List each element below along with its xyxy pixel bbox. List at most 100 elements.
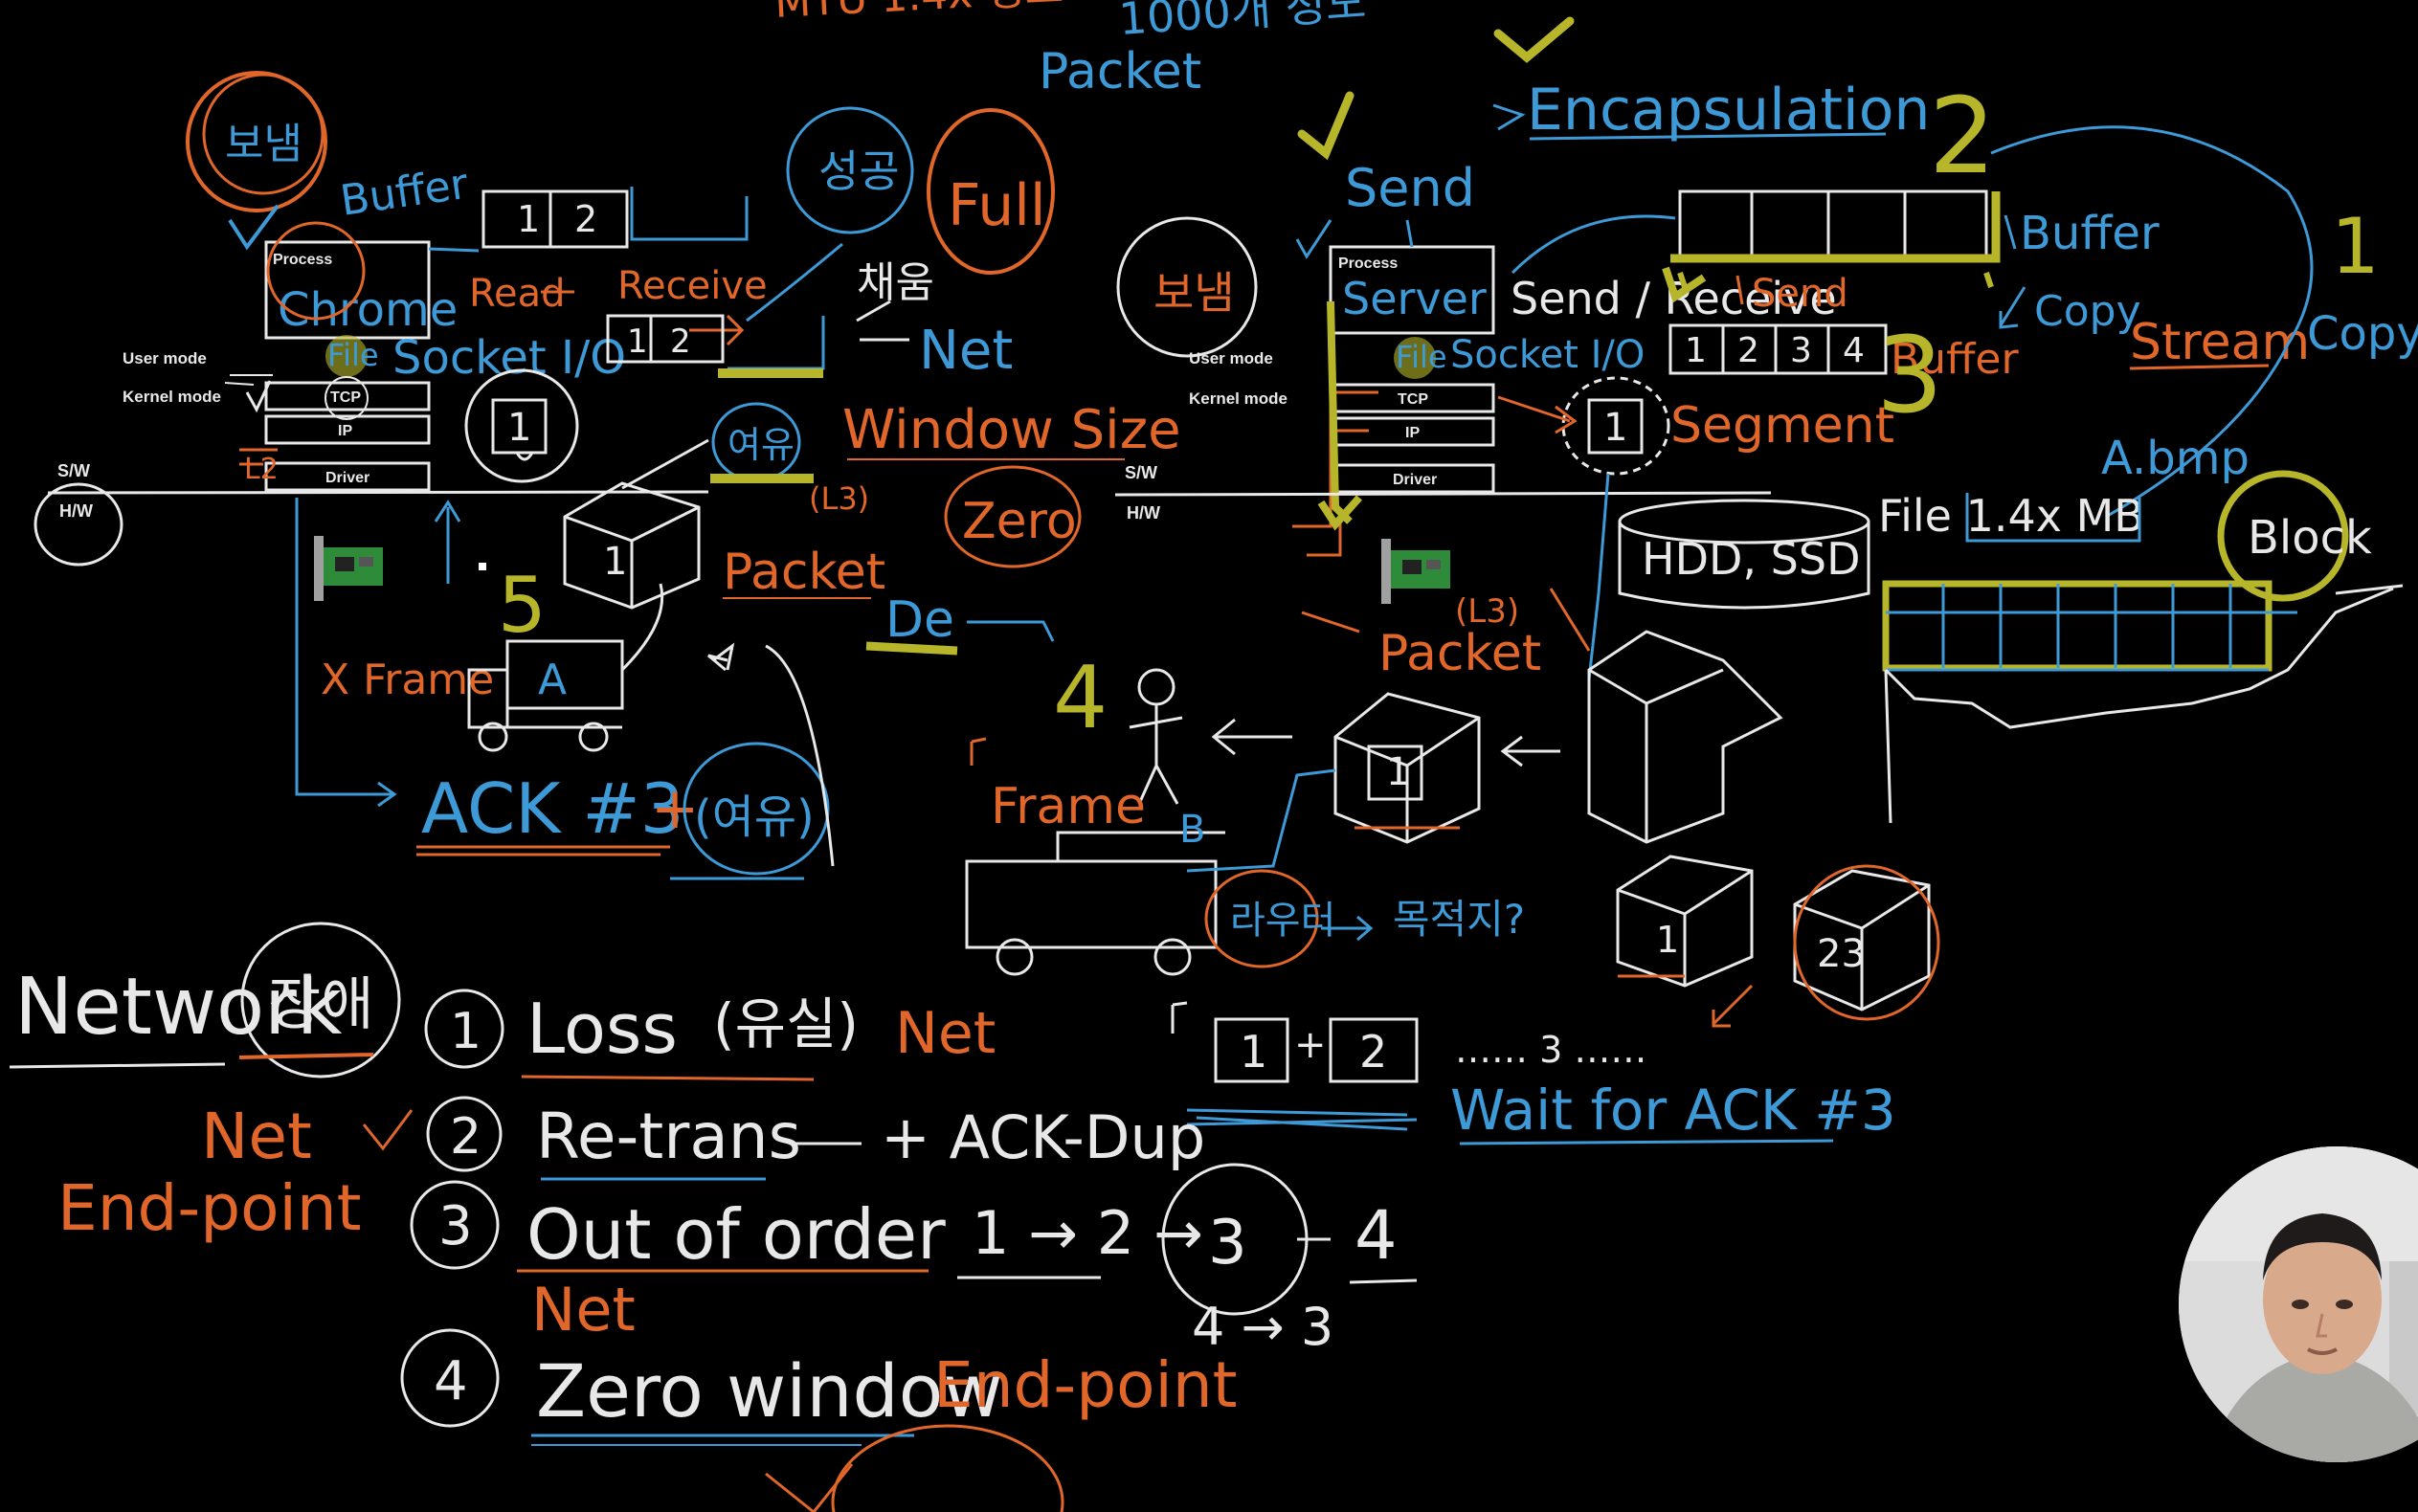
client-ip: IP — [338, 423, 352, 439]
client-l3: (L3) — [809, 480, 869, 517]
client-ack-yeoyu: (여유) — [694, 790, 815, 844]
server-tcp: TCP — [1398, 391, 1428, 408]
wait-for-ack-section: 1 + 2 …… 3 …… Wait for ACK #3 — [1171, 1001, 1896, 1145]
client-diagram: 보냄 Buffer 1 2 Process Chrome Read Receiv… — [34, 71, 1181, 880]
server-seg-num: 1 — [1603, 406, 1627, 450]
server-copy2: Copy — [2307, 307, 2418, 361]
server-destination: 목적지? — [1393, 896, 1525, 943]
server-app-label: Server — [1342, 273, 1487, 324]
wait-cell-1: 1 — [1240, 1026, 1267, 1078]
server-buffer2: Buffer — [1891, 335, 2019, 384]
server-packet-l3: (L3) — [1455, 592, 1519, 631]
presenter-avatar-icon — [2179, 1146, 2418, 1462]
client-user-mode: User mode — [123, 349, 207, 367]
wait-plus: + — [1294, 1023, 1327, 1067]
wait-label: Wait for ACK #3 — [1450, 1078, 1896, 1143]
server-block: Block — [2248, 511, 2372, 565]
client-five: 5 — [498, 561, 547, 650]
failure-2-num: 2 — [450, 1108, 481, 1166]
packet-note: Packet — [1039, 43, 1201, 100]
server-user-mode: User mode — [1189, 349, 1273, 367]
server-packet: Packet — [1378, 625, 1541, 682]
server-hw: H/W — [1127, 503, 1160, 523]
client-socket-label: Socket I/O — [392, 331, 626, 385]
failure-3-extra: 4 — [1355, 1196, 1398, 1275]
server-sw: S/W — [1125, 463, 1157, 482]
svg-text:1: 1 — [507, 406, 531, 450]
failure-3-net: Net — [531, 1275, 636, 1345]
client-ack-plus: + — [651, 775, 699, 842]
server-buffer1: Buffer — [2020, 207, 2160, 260]
svg-text:1: 1 — [1656, 919, 1679, 961]
failure-3-alt: 4 → 3 — [1192, 1297, 1333, 1357]
client-bubble-label: 보냄 — [225, 120, 302, 168]
svg-text:1: 1 — [603, 540, 627, 584]
failure-3-text: Out of order — [526, 1194, 946, 1275]
server-diagram: Encapsulation 2 Send 보냄 Process Server U… — [965, 16, 2418, 1028]
server-router: 라우터 — [1230, 899, 1335, 943]
network-title: Network — [14, 962, 343, 1053]
failure-1-note: (유실) — [713, 991, 859, 1056]
server-file-label: File — [1396, 339, 1447, 375]
server-kernel-mode: Kernel mode — [1189, 389, 1287, 408]
server-num2: 2 — [1929, 75, 1996, 197]
client-process-label: Process — [273, 252, 332, 268]
client-zero: Zero — [962, 493, 1077, 550]
network-failures-section: Network 장애 Net End-point 1 Loss (유실) Net… — [9, 922, 1418, 1512]
server-ip: IP — [1405, 425, 1420, 441]
server-nic-icon — [1381, 539, 1450, 604]
failure-3-num: 3 — [438, 1195, 473, 1257]
server-copy1: Copy — [2034, 287, 2141, 336]
failure-4-extra: End-point — [933, 1348, 1238, 1422]
svg-text:1: 1 — [627, 322, 648, 361]
network-met: Net — [201, 1100, 312, 1173]
server-send2: Send — [1752, 272, 1848, 316]
client-sw: S/W — [57, 461, 90, 480]
client-file-label: File — [327, 337, 379, 373]
client-receive-label: Receive — [617, 264, 768, 308]
server-buf-cell-1: 1 — [1685, 331, 1707, 370]
server-hdd: HDD, SSD — [1642, 533, 1861, 585]
client-ack: ACK #3 — [421, 768, 684, 849]
server-segment: Segment — [1670, 397, 1894, 455]
failure-2-extra: + ACK-Dup — [881, 1102, 1205, 1172]
server-num3: 3 — [1876, 314, 1943, 436]
svg-text:1: 1 — [517, 198, 540, 240]
network-sub: 장애 — [268, 971, 373, 1038]
server-buf-cell-2: 2 — [1737, 331, 1759, 370]
failure-2-text: Re-trans — [536, 1100, 801, 1173]
server-box-num2: 23 — [1817, 932, 1866, 976]
wait-dots: …… 3 …… — [1455, 1029, 1646, 1071]
client-read-label: Read — [469, 272, 566, 316]
server-num1: 1 — [2331, 202, 2380, 291]
client-chaeum-label: 채움 — [857, 258, 934, 307]
client-yeoyu-label: 여유 — [728, 424, 795, 466]
presenter-webcam — [2179, 1146, 2418, 1462]
client-x-frame: X Frame — [321, 656, 494, 704]
client-packet-label: Packet — [723, 544, 885, 601]
failure-1-text: Loss — [526, 989, 678, 1069]
client-nic-icon — [314, 536, 383, 601]
client-num4: 4 — [1053, 648, 1108, 748]
server-frame-b: B — [1179, 808, 1205, 852]
server-buf-cell-4: 4 — [1843, 331, 1865, 370]
server-bubble: 보냄 — [1153, 267, 1235, 319]
wait-cell-2: 2 — [1359, 1026, 1387, 1078]
server-frame: Frame — [991, 778, 1146, 835]
server-stream: Stream — [2130, 314, 2310, 371]
server-encapsulation: Encapsulation — [1527, 77, 1930, 144]
failure-1-num: 1 — [450, 1003, 481, 1060]
server-buf-cell-3: 3 — [1790, 331, 1812, 370]
client-tcp: TCP — [330, 389, 361, 406]
client-success-label: 성공 — [818, 145, 900, 197]
server-driver: Driver — [1393, 472, 1437, 488]
server-socket-label: Socket I/O — [1450, 333, 1645, 377]
server-abmp: A.bmp — [2101, 432, 2250, 485]
failure-4-num: 4 — [434, 1350, 468, 1412]
client-de-label: De — [885, 591, 954, 649]
client-l2: L2 — [244, 453, 279, 486]
server-process-label: Process — [1338, 256, 1398, 272]
client-kernel-mode: Kernel mode — [123, 388, 221, 406]
client-hw: H/W — [59, 501, 93, 521]
